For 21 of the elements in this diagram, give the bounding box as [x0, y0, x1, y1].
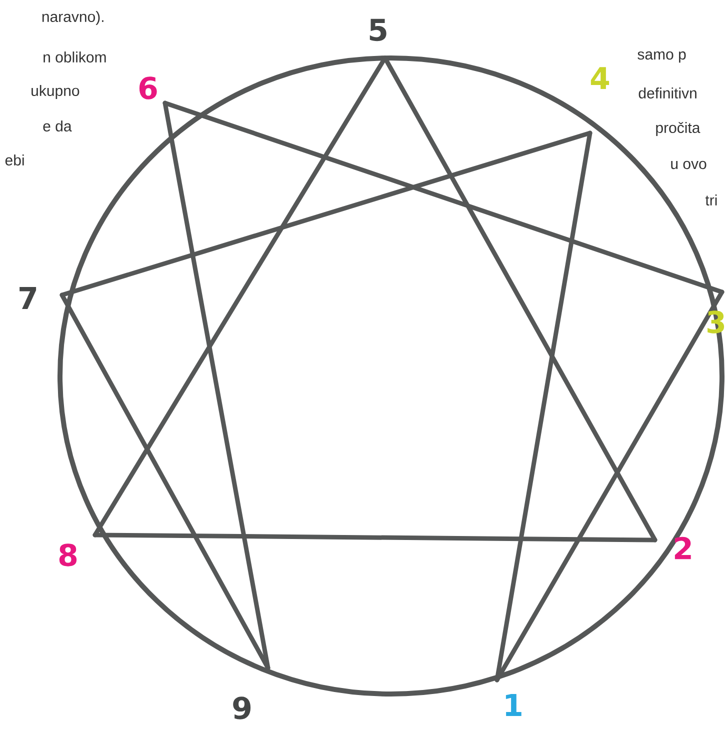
point-number: 1	[506, 694, 522, 716]
chord-line	[494, 290, 724, 682]
text-fragment: ukupno	[32, 85, 80, 99]
text-fragment: samo p	[638, 51, 686, 63]
text-fragment: pročita	[656, 122, 700, 136]
point-number: 8	[59, 544, 77, 566]
text-fragment: tri	[705, 194, 717, 206]
text-fragment: ebi	[5, 154, 24, 166]
point-number: 5	[370, 18, 386, 42]
point-number: 4	[590, 67, 610, 89]
text-fragment: naravno).	[42, 11, 104, 25]
point-number: 2	[674, 536, 691, 560]
point-number: 7	[20, 287, 36, 309]
point-number: 9	[233, 696, 251, 720]
text-fragment: n oblikom	[44, 52, 106, 62]
chord-line	[60, 292, 270, 670]
chord-line	[92, 532, 658, 542]
text-fragment: definitivn	[638, 88, 696, 98]
text-fragment: e da	[43, 120, 72, 132]
text-fragment: u ovo	[671, 160, 706, 170]
point-number: 6	[139, 76, 157, 100]
